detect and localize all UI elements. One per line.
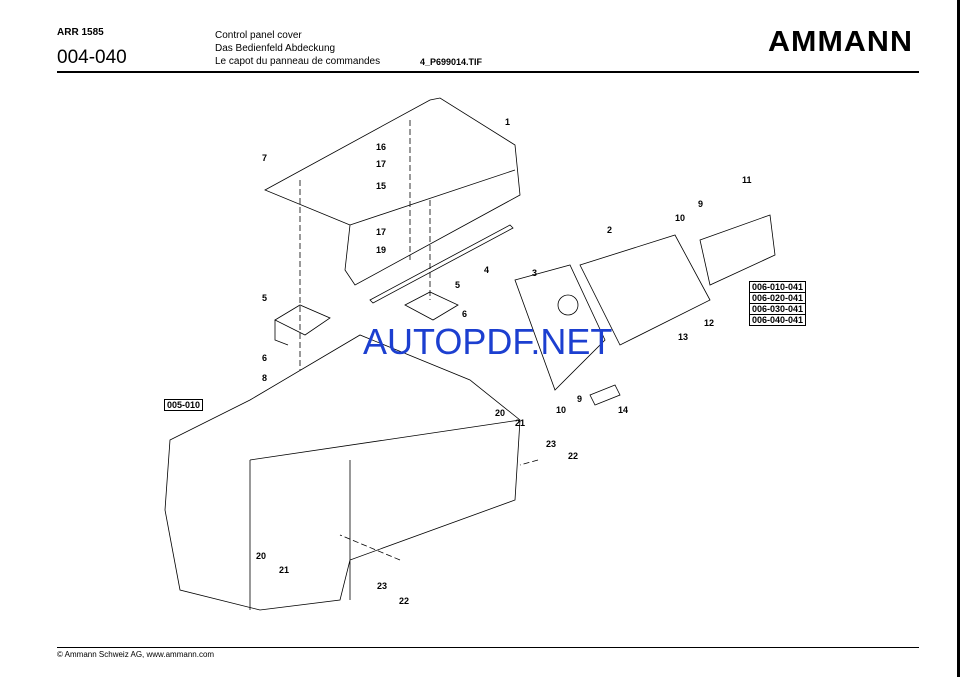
callout: 11 xyxy=(742,175,752,185)
plate-3 xyxy=(514,264,606,391)
callout: 10 xyxy=(556,405,567,415)
bracket-14 xyxy=(589,384,621,406)
callout: 17 xyxy=(376,159,387,169)
strip-part xyxy=(369,224,514,304)
callout: 19 xyxy=(376,245,387,255)
cover-part xyxy=(264,97,521,286)
callout: 21 xyxy=(515,418,526,428)
callout: 10 xyxy=(675,213,686,223)
model-name: ARR 1585 xyxy=(57,27,104,38)
frame-housing xyxy=(164,334,521,611)
footer-copyright: © Ammann Schweiz AG, www.ammann.com xyxy=(57,650,215,659)
callout: 14 xyxy=(618,405,629,415)
callout: 17 xyxy=(376,227,387,237)
callout: 12 xyxy=(704,318,715,328)
footer-rule xyxy=(57,647,919,648)
callout: 3 xyxy=(532,268,538,278)
plate-hole xyxy=(557,294,579,316)
callout: 9 xyxy=(698,199,704,209)
callout: 5 xyxy=(455,280,461,290)
title-fr: Le capot du panneau de commandes xyxy=(215,56,381,67)
callout: 6 xyxy=(462,309,468,319)
watermark: AUTOPDF.NET xyxy=(363,321,613,362)
callout: 22 xyxy=(568,451,579,461)
title-de: Das Bedienfeld Abdeckung xyxy=(215,43,336,54)
callout: 20 xyxy=(256,551,267,561)
callout: 5 xyxy=(262,293,268,303)
callout: 6 xyxy=(262,353,268,363)
callout: 20 xyxy=(495,408,506,418)
callout: 22 xyxy=(399,596,410,606)
title-en: Control panel cover xyxy=(215,30,302,41)
callout: 13 xyxy=(678,332,689,342)
callout: 21 xyxy=(279,565,290,575)
callout: 2 xyxy=(607,225,613,235)
callout: 9 xyxy=(577,394,583,404)
bracket-left xyxy=(274,304,331,346)
file-name: 4_P699014.TIF xyxy=(420,57,483,67)
callout: 16 xyxy=(376,142,387,152)
page-code: 004-040 xyxy=(57,47,127,68)
plate-2 xyxy=(579,234,711,346)
callout: 7 xyxy=(262,153,268,163)
callout: 8 xyxy=(262,373,268,383)
center-lines xyxy=(299,120,539,561)
callout: 23 xyxy=(546,439,557,449)
callout: 23 xyxy=(377,581,388,591)
callout: 1 xyxy=(505,117,511,127)
right-edge xyxy=(957,0,960,677)
control-panel xyxy=(699,214,776,286)
ammann-logo: AMMANN xyxy=(768,26,913,58)
reference-link[interactable]: 005-010 xyxy=(164,399,204,411)
bracket-right xyxy=(404,291,459,321)
header-rule xyxy=(57,71,919,73)
reference-link[interactable]: 006-040-041 xyxy=(749,314,807,326)
callout: 4 xyxy=(484,265,490,275)
callout: 15 xyxy=(376,181,387,191)
